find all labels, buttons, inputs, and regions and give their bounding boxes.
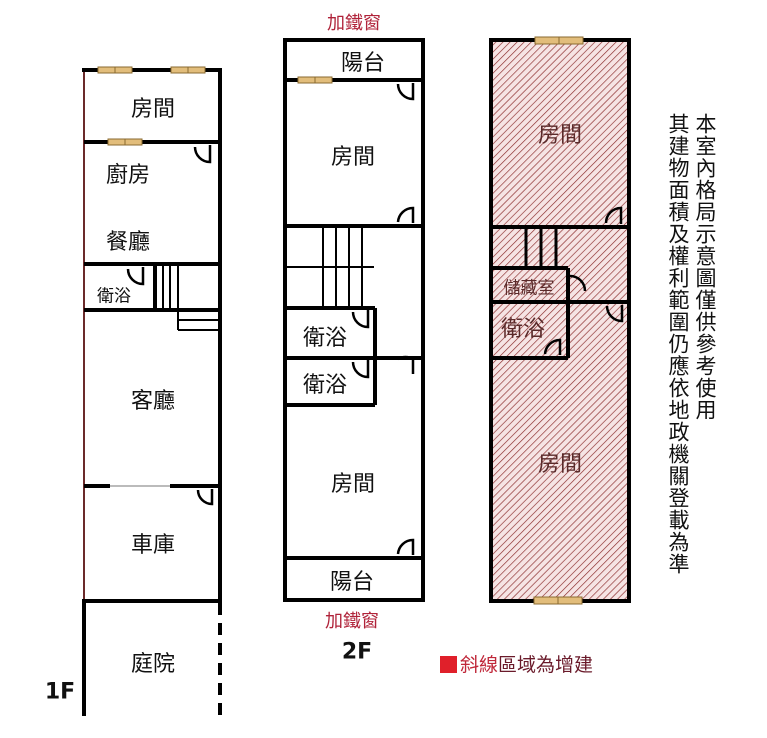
room-label-storage: 儲藏室	[503, 278, 555, 299]
door-icon	[351, 310, 370, 329]
room-label-bedroom: 房間	[130, 97, 176, 122]
room-label-bathroom: 衛浴	[302, 373, 348, 398]
room-label-balcony: 陽台	[329, 570, 375, 595]
room-label-bedroom: 房間	[537, 123, 583, 148]
legend-swatch-icon	[440, 656, 457, 673]
note-iron-window-top: 加鐵窗	[327, 13, 381, 34]
floor-label-1f: 1F	[44, 679, 76, 705]
floor-label-2f: 2F	[341, 639, 373, 665]
room-label-living: 客廳	[130, 389, 176, 414]
note-iron-window-bottom: 加鐵窗	[325, 611, 379, 632]
door-icon	[543, 338, 562, 355]
room-label-garden: 庭院	[130, 652, 176, 677]
legend-text: 區域為增建	[498, 654, 594, 676]
room-label-balcony: 陽台	[340, 51, 386, 76]
floor-3-walls	[489, 38, 631, 603]
floor-2-walls	[283, 38, 425, 602]
room-label-bedroom: 房間	[330, 145, 376, 170]
legend: 斜線區域為增建	[440, 650, 593, 677]
door-icon	[126, 267, 145, 286]
door-icon	[396, 206, 415, 223]
door-icon	[196, 489, 214, 506]
window-icons	[97, 36, 584, 605]
room-label-bedroom: 房間	[330, 472, 376, 497]
room-label-garage: 車庫	[130, 533, 176, 558]
door-icons	[126, 83, 624, 555]
door-icon	[351, 360, 370, 379]
door-icon	[604, 206, 623, 224]
floor-1-walls	[82, 68, 222, 716]
room-label-bathroom: 衛浴	[97, 286, 131, 307]
disclaimer-line-1: 本室內格局示意圖僅供參考使用	[693, 113, 717, 421]
legend-highlight: 斜線	[460, 654, 499, 676]
room-label-bathroom: 衛浴	[302, 326, 348, 351]
door-icon	[569, 274, 587, 292]
room-label-kitchen: 廚房	[105, 163, 151, 188]
disclaimer-line-2: 其建物面積及權利範圍仍應依地政機關登載為準	[666, 113, 690, 575]
room-label-bedroom: 房間	[537, 452, 583, 477]
door-icon	[193, 145, 212, 164]
door-icon	[396, 83, 415, 101]
room-label-bathroom: 衛浴	[500, 317, 546, 342]
door-icon	[397, 355, 415, 374]
room-label-dining: 餐廳	[105, 230, 151, 255]
door-icon	[605, 305, 624, 323]
door-icon	[396, 538, 415, 555]
